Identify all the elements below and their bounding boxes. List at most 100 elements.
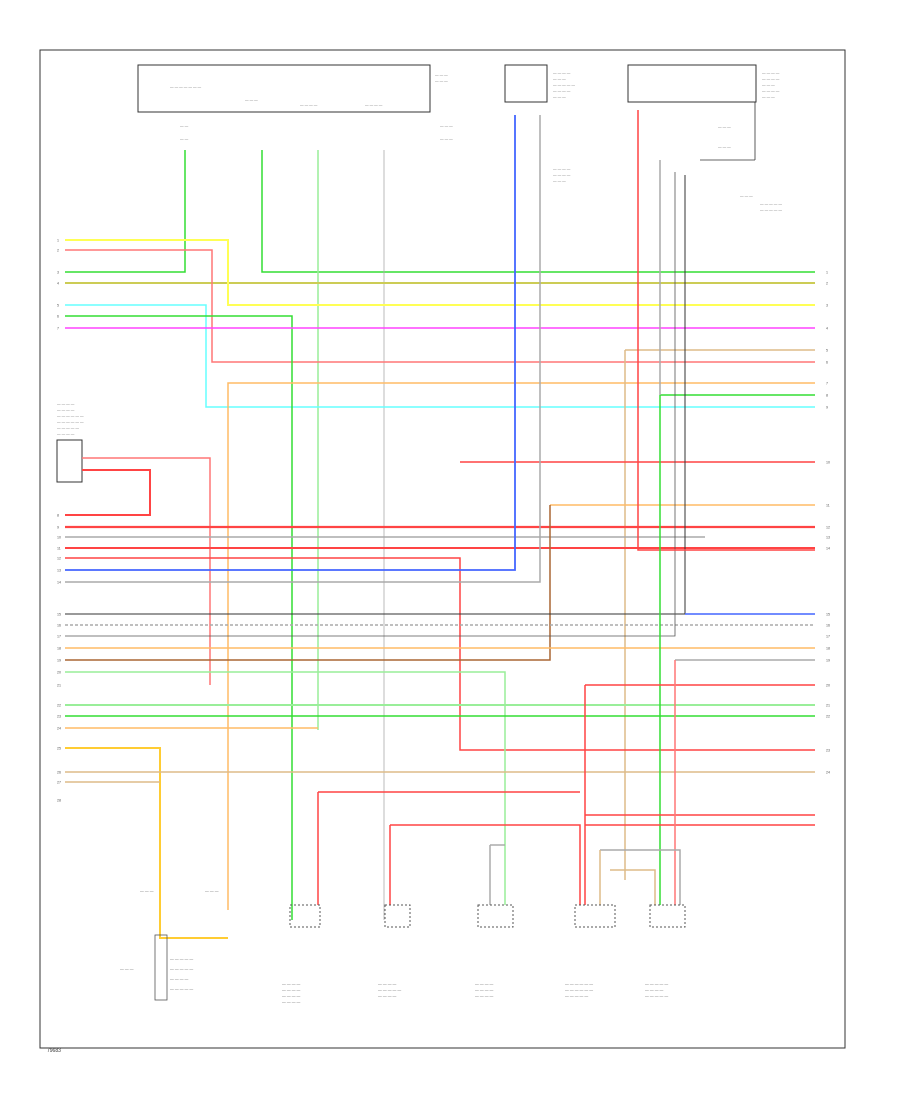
svg-text:— — —: — — — (718, 125, 731, 129)
left-pin-number: 25 (57, 747, 61, 751)
left-pin-number: 16 (57, 624, 61, 628)
diagram-frame (39, 49, 846, 1049)
svg-text:— — — —: — — — — (762, 71, 780, 75)
svg-text:— — — —: — — — — (378, 982, 397, 986)
left-pin-numbers: 1234567891011121314151617181920212223242… (57, 239, 61, 803)
right-pin-number: 1 (826, 271, 828, 275)
svg-text:— — —: — — — (762, 83, 775, 87)
right-pin-number: 14 (826, 547, 830, 551)
svg-text:— — — —: — — — — (645, 988, 664, 992)
right-pin-number: 19 (826, 659, 830, 663)
svg-text:— — — — — —: — — — — — — (565, 982, 593, 986)
svg-text:— — — — —: — — — — — (170, 967, 193, 971)
svg-text:— —: — — (180, 124, 189, 128)
left-pin-number: 19 (57, 659, 61, 663)
left-pin-number: 18 (57, 647, 61, 651)
svg-text:— — — —: — — — — (553, 173, 571, 177)
right-pin-number: 9 (826, 406, 828, 410)
right-pin-number: 4 (826, 327, 828, 331)
svg-text:— — — —: — — — — (553, 167, 571, 171)
svg-text:— —: — — (180, 137, 189, 141)
svg-text:— — —: — — — (140, 889, 154, 893)
svg-text:— — —: — — — (440, 124, 453, 128)
right-pin-number: 13 (826, 536, 830, 540)
top-component-mid: — — — — — — — — — — — — — — — — — — — — … (504, 64, 575, 183)
svg-text:— — —: — — — (553, 95, 566, 99)
right-pin-number: 6 (826, 361, 828, 365)
svg-text:— — — — —: — — — — — (57, 426, 79, 430)
svg-text:— — —: — — — (740, 194, 753, 198)
right-pin-number: 15 (826, 613, 830, 617)
svg-text:— — — —: — — — — (762, 89, 780, 93)
left-pin-number: 21 (57, 684, 61, 688)
right-pin-number: 24 (826, 771, 830, 775)
svg-text:— — — — — — —: — — — — — — — (170, 85, 202, 89)
left-pin-number: 24 (57, 727, 61, 731)
right-pin-number: 11 (826, 504, 830, 508)
left-pin-number: 8 (57, 514, 59, 518)
left-pin-number: 2 (57, 249, 59, 253)
left-pin-number: 5 (57, 304, 59, 308)
right-pin-number: 5 (826, 349, 828, 353)
left-pin-number: 28 (57, 799, 61, 803)
figure-code: 79683 (47, 1048, 61, 1054)
svg-text:— — — —: — — — — (282, 994, 301, 998)
svg-text:— — — —: — — — — (300, 103, 318, 107)
svg-text:— — —: — — — (205, 889, 219, 893)
svg-text:— — —: — — — (435, 73, 448, 77)
svg-text:— — — — — —: — — — — — — (57, 414, 84, 418)
right-pin-number: 22 (826, 715, 830, 719)
right-pin-number: 16 (826, 624, 830, 628)
left-pin-number: 12 (57, 557, 61, 561)
right-pin-number: 23 (826, 749, 830, 753)
left-pin-number: 4 (57, 282, 59, 286)
svg-text:— — — — —: — — — — — (645, 982, 668, 986)
svg-text:— — — — —: — — — — — (760, 208, 782, 212)
svg-text:— — — —: — — — — (57, 408, 75, 412)
svg-text:— — — — — —: — — — — — — (565, 988, 593, 992)
right-pin-number: 2 (826, 282, 828, 286)
right-pin-number: 8 (826, 394, 828, 398)
svg-text:— — — — —: — — — — — (565, 994, 588, 998)
top-component-right: — — — — — — — — — — — — — — — — — — — — … (627, 64, 782, 212)
svg-text:— — —: — — — (435, 79, 448, 83)
left-pin-number: 6 (57, 315, 59, 319)
svg-text:— — —: — — — (553, 179, 566, 183)
left-pin-number: 13 (57, 569, 61, 573)
right-pin-number: 20 (826, 684, 830, 688)
svg-text:— — — — —: — — — — — (760, 202, 782, 206)
left-small-component: — — — — — — — — — — — — — — — — — — — — … (56, 402, 84, 483)
left-pin-number: 11 (57, 547, 61, 551)
svg-text:— — — — — —: — — — — — — (57, 420, 84, 424)
svg-text:— — — —: — — — — (282, 1000, 301, 1004)
left-pin-number: 15 (57, 613, 61, 617)
svg-text:— — — — —: — — — — — (645, 994, 668, 998)
left-pin-number: 9 (57, 526, 59, 530)
right-pin-number: 17 (826, 635, 830, 639)
left-pin-number: 22 (57, 704, 61, 708)
right-pin-number: 18 (826, 647, 830, 651)
svg-text:— — — —: — — — — (57, 402, 75, 406)
left-pin-number: 27 (57, 781, 61, 785)
svg-text:— — — —: — — — — (57, 432, 75, 436)
svg-text:— — — —: — — — — (365, 103, 383, 107)
right-pin-number: 12 (826, 526, 830, 530)
left-pin-number: 3 (57, 271, 59, 275)
left-pin-number: 26 (57, 771, 61, 775)
svg-text:— — —: — — — (440, 137, 453, 141)
left-pin-number: 20 (57, 671, 61, 675)
svg-text:— — —: — — — (718, 145, 731, 149)
svg-text:— — — —: — — — — (378, 994, 397, 998)
svg-text:— — — —: — — — — (475, 994, 494, 998)
svg-text:— — — —: — — — — (553, 71, 571, 75)
svg-text:— — —: — — — (762, 95, 775, 99)
svg-text:— — —: — — — (245, 98, 258, 102)
svg-text:— — —: — — — (120, 967, 134, 971)
svg-text:— — — —: — — — — (475, 988, 494, 992)
svg-text:— — —: — — — (553, 77, 566, 81)
right-pin-number: 3 (826, 304, 828, 308)
left-pin-number: 14 (57, 581, 61, 585)
svg-text:— — — —: — — — — (762, 77, 780, 81)
